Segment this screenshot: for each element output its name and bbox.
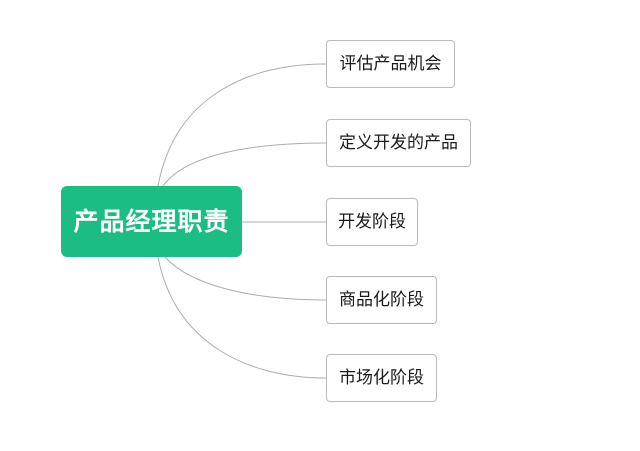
connector-to-define-product <box>162 142 327 187</box>
node-define-product-to-develop[interactable]: 定义开发的产品 <box>326 119 471 167</box>
node-marketing-stage[interactable]: 市场化阶段 <box>326 354 437 402</box>
connector-to-marketing-stage <box>157 256 327 379</box>
root-node[interactable]: 产品经理职责 <box>61 186 242 257</box>
node-commercialization-stage[interactable]: 商品化阶段 <box>326 276 437 324</box>
connector-to-commercialization-stage <box>164 256 327 301</box>
node-evaluate-product-opportunity[interactable]: 评估产品机会 <box>326 40 455 88</box>
node-development-stage[interactable]: 开发阶段 <box>326 198 418 246</box>
connector-to-evaluate-opportunity <box>157 63 327 187</box>
